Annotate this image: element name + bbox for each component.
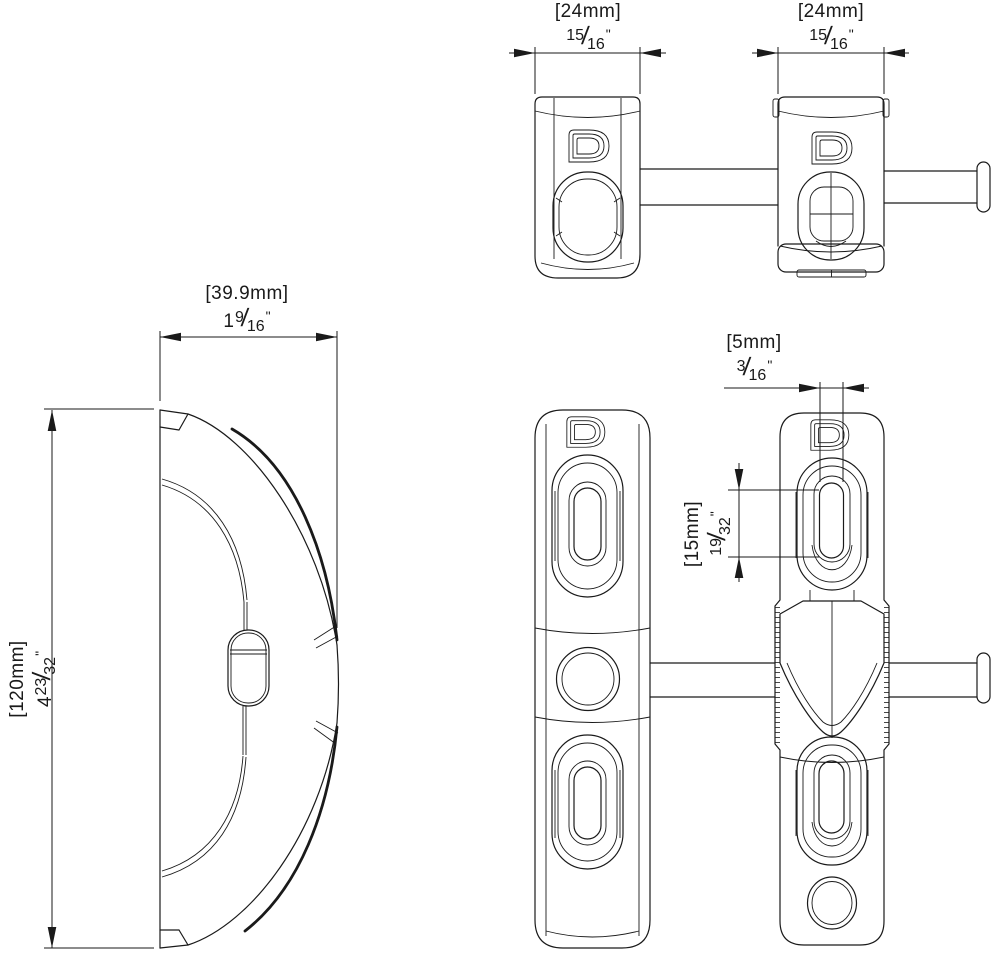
dimension-5mm bbox=[724, 382, 869, 482]
plate-bottom-slot bbox=[551, 734, 624, 870]
dimension-24mm-left bbox=[509, 47, 666, 94]
dim-label-24mm-right: [24mm] 15/16" bbox=[797, 0, 865, 54]
dim-label-120mm: [120mm] 423/32" bbox=[6, 640, 60, 718]
imperial-value: 15/16" bbox=[566, 22, 611, 54]
metric-value: [5mm] bbox=[726, 331, 782, 353]
dimension-120mm bbox=[44, 408, 154, 949]
rod-tip-bottom bbox=[976, 652, 991, 704]
imperial-value: 19/32" bbox=[703, 511, 735, 556]
latch-top-slot bbox=[795, 457, 869, 591]
grip-serration-right bbox=[884, 606, 889, 744]
top-assembly-view bbox=[509, 47, 991, 279]
latch-collar bbox=[779, 600, 885, 738]
handle-knob bbox=[227, 629, 270, 707]
inside-latch-side-view bbox=[774, 412, 890, 946]
latch-rod-top bbox=[883, 170, 978, 204]
metric-value: [24mm] bbox=[554, 0, 622, 22]
dim-label-5mm: [5mm] 3/16" bbox=[726, 331, 782, 385]
dimension-24mm-right bbox=[752, 47, 909, 94]
imperial-value: 3/16" bbox=[736, 353, 773, 385]
latch-round-hole bbox=[806, 876, 858, 930]
plate-top-slot bbox=[551, 454, 624, 598]
imperial-value: 15/16" bbox=[809, 22, 854, 54]
spindle-rod-bottom bbox=[649, 662, 776, 698]
imperial-value: 423/32" bbox=[28, 650, 60, 708]
metric-value: [15mm] bbox=[681, 500, 703, 568]
plate-center-hole bbox=[555, 646, 621, 712]
bottom-assembly-view bbox=[534, 382, 991, 949]
latch-bottom-slot bbox=[795, 736, 869, 866]
dimension-39-9mm bbox=[159, 331, 338, 628]
outside-latch-front-view bbox=[534, 96, 641, 279]
inside-plate-front-view bbox=[534, 409, 651, 949]
inside-latch-front-view bbox=[772, 96, 890, 278]
spindle-rod-top bbox=[639, 168, 779, 206]
rod-tip-top bbox=[976, 161, 991, 213]
metric-value: [39.9mm] bbox=[205, 282, 289, 304]
dim-label-24mm-left: [24mm] 15/16" bbox=[554, 0, 622, 54]
dim-label-15mm: [15mm] 19/32" bbox=[681, 500, 735, 568]
dim-label-39-9mm: [39.9mm] 19/16" bbox=[205, 282, 289, 336]
handle-profile-view bbox=[44, 331, 340, 949]
metric-value: [120mm] bbox=[6, 640, 28, 718]
imperial-value: 19/16" bbox=[223, 304, 271, 336]
grip-serration-left bbox=[775, 606, 780, 744]
latch-rod-bottom bbox=[888, 662, 978, 698]
metric-value: [24mm] bbox=[797, 0, 865, 22]
dimension-15mm bbox=[728, 463, 820, 582]
